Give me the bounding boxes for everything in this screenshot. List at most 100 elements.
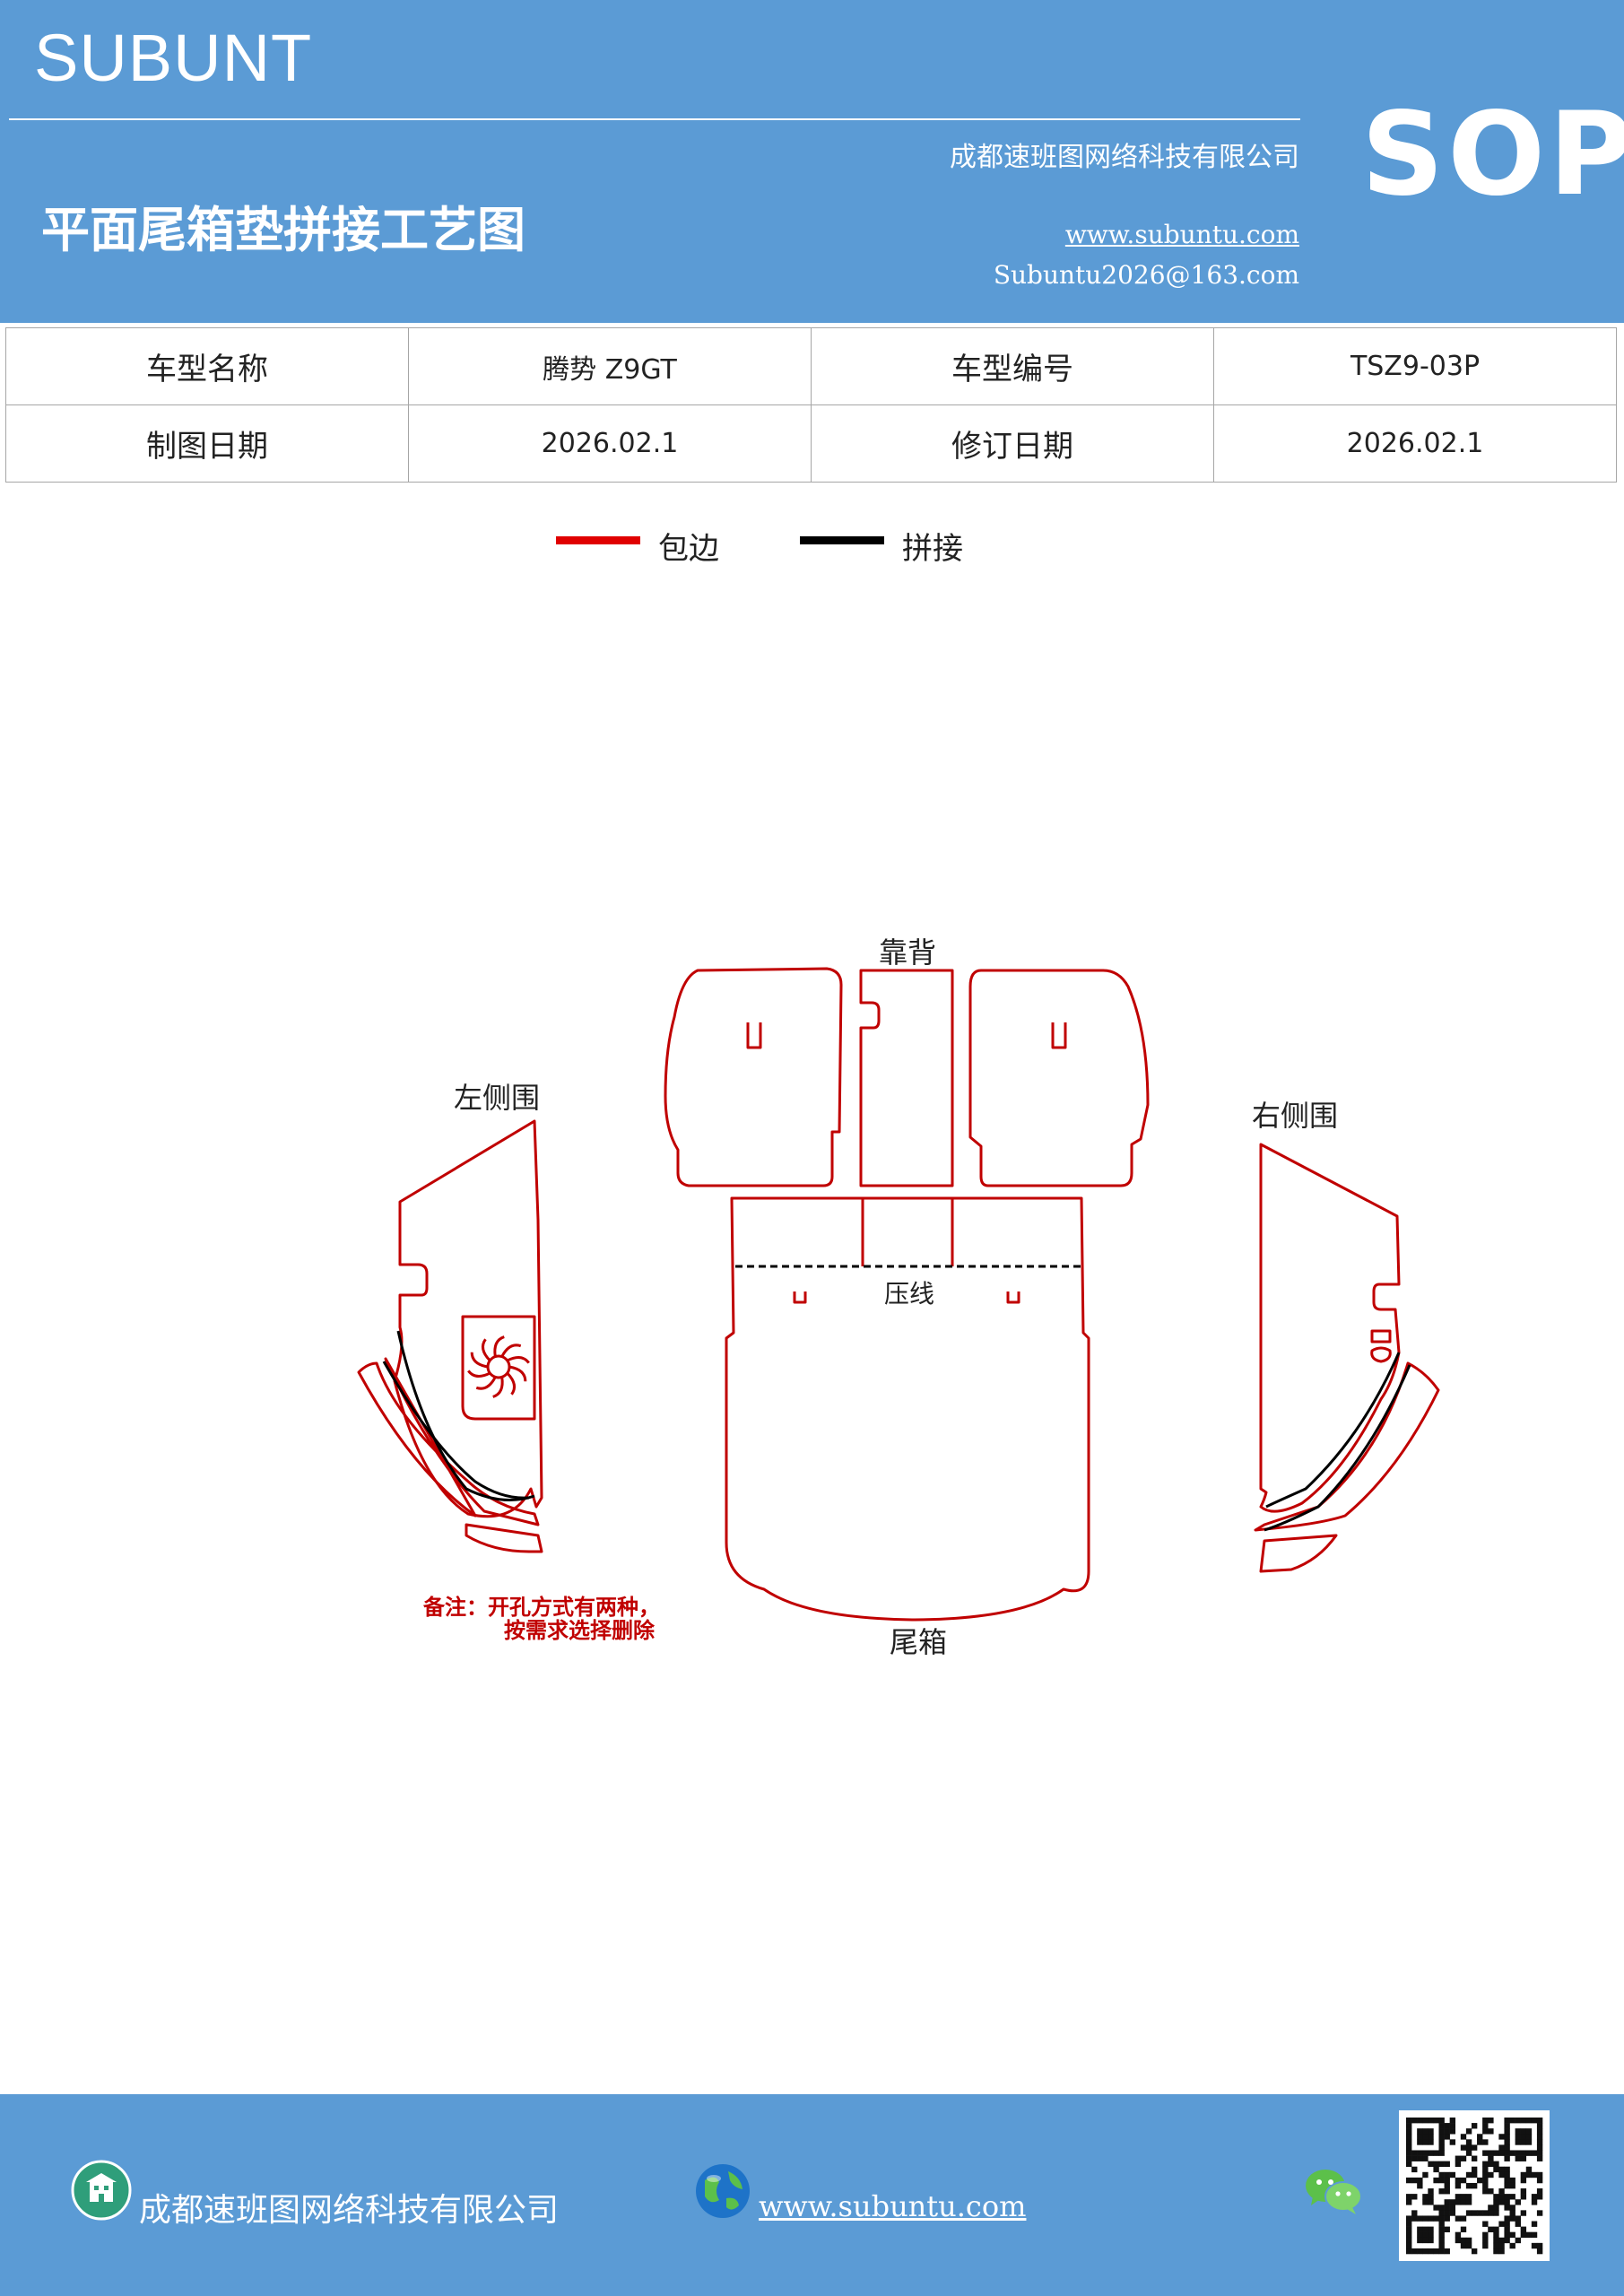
vent-petal [475,1376,497,1390]
qr-module [1460,2215,1467,2222]
qr-module [1411,2210,1418,2216]
qr-module [1488,2226,1494,2232]
qr-module [1428,2161,1434,2168]
footer-company-name: 成都速班图网络科技有限公司 [139,2192,560,2229]
qr-module [1422,2248,1429,2255]
vent-flower-icon [467,1335,530,1398]
note-line-2: 按需求选择删除 [504,1618,656,1643]
qr-module [1504,2155,1510,2161]
qr-module [1498,2237,1505,2244]
table-cell: 制图日期 [5,404,409,483]
qr-module [1531,2231,1538,2239]
qr-module [1438,2226,1445,2232]
qr-module [1515,2134,1521,2140]
qr-module [1465,2210,1472,2216]
qr-module [1488,2150,1494,2156]
qr-module [1438,2242,1445,2249]
qr-module [1428,2248,1434,2255]
qr-module [1471,2155,1478,2161]
qr-module [1488,2128,1494,2135]
qr-module [1493,2205,1499,2211]
qr-module [1428,2215,1434,2222]
qr-module [1504,2150,1510,2156]
qr-module [1444,2210,1450,2216]
footer-website-link[interactable]: www.subuntu.com [759,2189,1027,2223]
qr-module [1509,2210,1515,2216]
qr-module [1493,2237,1499,2244]
qr-module [1422,2155,1429,2161]
qr-module [1504,2221,1510,2227]
qr-module [1482,2123,1489,2129]
qr-module [1482,2242,1489,2249]
qr-module [1433,2248,1439,2255]
table-cell: 2026.02.1 [1213,404,1617,483]
qr-module [1531,2194,1538,2200]
qr-module [1515,2150,1521,2156]
hook-slot [1006,1292,1020,1304]
qr-module [1411,2248,1418,2255]
qr-module [1498,2199,1505,2205]
qr-module [1504,2194,1510,2200]
qr-module [1536,2194,1543,2200]
table-row: 车型名称 腾势 Z9GT 车型编号 TSZ9-03P [5,327,1617,405]
qr-module [1455,2215,1462,2222]
qr-module [1482,2128,1489,2135]
qr-module [1428,2237,1434,2244]
qr-module [1520,2155,1527,2161]
qr-module [1493,2166,1499,2173]
qr-module [1504,2226,1510,2232]
qr-module [1428,2134,1434,2140]
qr-module [1525,2139,1533,2145]
email-address: Subuntu2026@163.com [993,260,1299,290]
qr-module [1471,2166,1478,2173]
table-cell: 修订日期 [811,404,1214,483]
qr-module [1465,2171,1472,2179]
label-press-line: 压线 [884,1279,934,1309]
qr-module [1411,2150,1418,2156]
wechat-icon[interactable] [1302,2164,1365,2218]
qr-module [1477,2177,1483,2184]
qr-module [1504,2215,1510,2222]
qr-module [1422,2231,1429,2239]
backrest-right-panel [968,969,1150,1187]
backrest-left-panel [664,967,843,1187]
qr-module [1455,2194,1462,2200]
qr-module [1428,2231,1434,2239]
qr-module [1417,2215,1423,2222]
qr-module [1498,2144,1505,2151]
right-side-lower-panel [1254,1361,1440,1532]
qr-module [1465,2144,1472,2151]
qr-module [1465,2128,1472,2135]
qr-module [1428,2194,1434,2200]
qr-module [1444,2199,1450,2205]
qr-module [1504,2118,1510,2124]
qr-module [1488,2188,1494,2195]
qr-module [1471,2123,1478,2129]
qr-module [1406,2144,1412,2151]
left-side-foot-panel [465,1523,543,1553]
qr-module [1411,2177,1418,2184]
qr-module [1438,2128,1445,2135]
table-cell: 车型名称 [5,327,409,405]
qr-module [1406,2128,1412,2135]
qr-module [1438,2144,1445,2151]
qr-module [1493,2242,1499,2249]
qr-module [1498,2150,1505,2156]
qr-module [1525,2150,1533,2156]
website-link[interactable]: www.subuntu.com [1064,220,1299,249]
qr-module [1406,2118,1412,2124]
qr-module [1406,2123,1412,2129]
qr-module [1482,2171,1489,2179]
press-line-seam-divider [861,1198,954,1266]
qr-module [1438,2215,1445,2222]
vent-petal [508,1365,527,1382]
qr-module [1465,2237,1472,2244]
qr-module [1520,2188,1527,2195]
qr-module [1449,2210,1456,2216]
qr-module [1498,2248,1505,2255]
qr-module [1525,2134,1533,2140]
header-banner: SUBUNT SOP 成都速班图网络科技有限公司 平面尾箱垫拼接工艺图 www.… [0,0,1624,323]
legend-label: 拼接 [902,531,963,567]
qr-module [1482,2118,1489,2124]
qr-module [1515,2199,1521,2205]
